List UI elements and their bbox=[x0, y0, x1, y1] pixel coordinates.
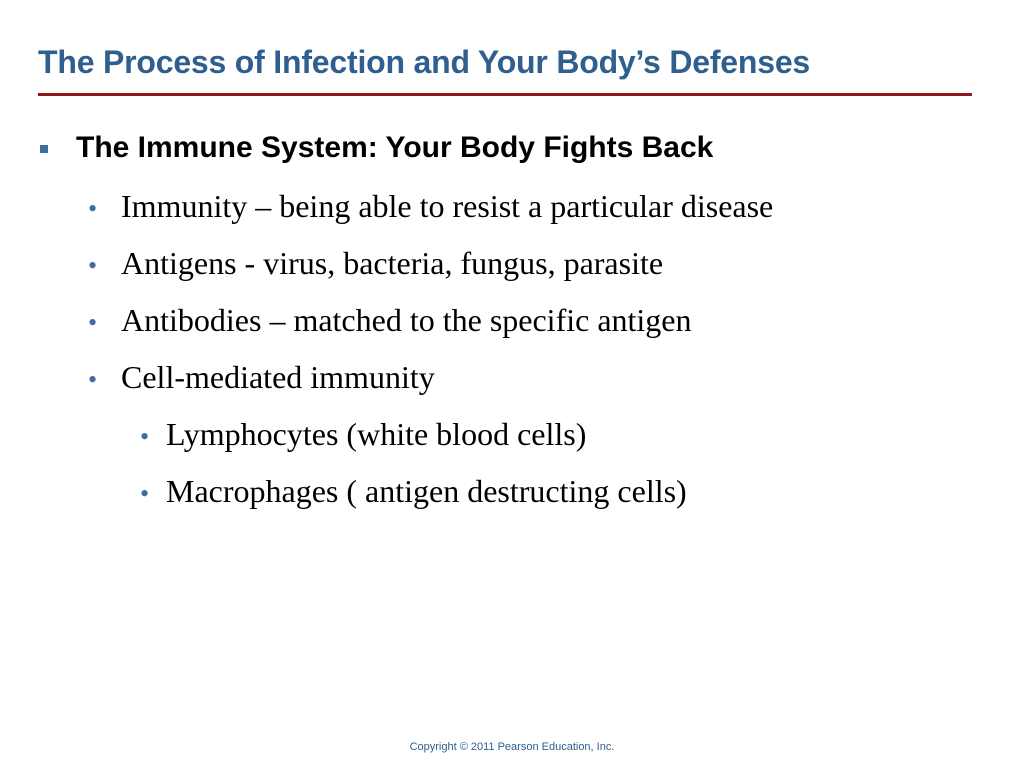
bullet-dot-icon: • bbox=[88, 251, 98, 280]
slide-title: The Process of Infection and Your Body’s… bbox=[38, 44, 811, 80]
sub-bullet-text: Lymphocytes (white blood cells) bbox=[166, 416, 587, 452]
bullet-text: Cell-mediated immunity bbox=[121, 359, 435, 395]
bullet-dot-icon: • bbox=[88, 365, 98, 394]
bullet-item-cell-mediated: • Cell-mediated immunity bbox=[88, 359, 435, 396]
bullet-item-immunity: • Immunity – being able to resist a part… bbox=[88, 188, 773, 225]
sub-bullet-item-lymphocytes: • Lymphocytes (white blood cells) bbox=[140, 416, 586, 453]
bullet-text: Immunity – being able to resist a partic… bbox=[121, 188, 774, 224]
bullet-dot-icon: • bbox=[88, 308, 98, 337]
sub-bullet-dot-icon: • bbox=[140, 479, 150, 508]
sub-bullet-item-macrophages: • Macrophages ( antigen destructing cell… bbox=[140, 473, 687, 510]
bullet-item-antibodies: • Antibodies – matched to the specific a… bbox=[88, 302, 692, 339]
bullet-dot-icon: • bbox=[88, 194, 98, 223]
title-divider bbox=[38, 93, 972, 96]
copyright-footer: Copyright © 2011 Pearson Education, Inc. bbox=[409, 741, 615, 753]
heading-bullet-item: The Immune System: Your Body Fights Back bbox=[40, 131, 713, 165]
sub-bullet-dot-icon: • bbox=[140, 422, 150, 451]
bullet-text: Antigens - virus, bacteria, fungus, para… bbox=[121, 245, 664, 281]
square-bullet-icon bbox=[40, 145, 48, 153]
bullet-text: Antibodies – matched to the specific ant… bbox=[121, 302, 692, 338]
sub-bullet-text: Macrophages ( antigen destructing cells) bbox=[166, 473, 687, 509]
bullet-item-antigens: • Antigens - virus, bacteria, fungus, pa… bbox=[88, 245, 663, 282]
section-heading: The Immune System: Your Body Fights Back bbox=[76, 131, 714, 164]
